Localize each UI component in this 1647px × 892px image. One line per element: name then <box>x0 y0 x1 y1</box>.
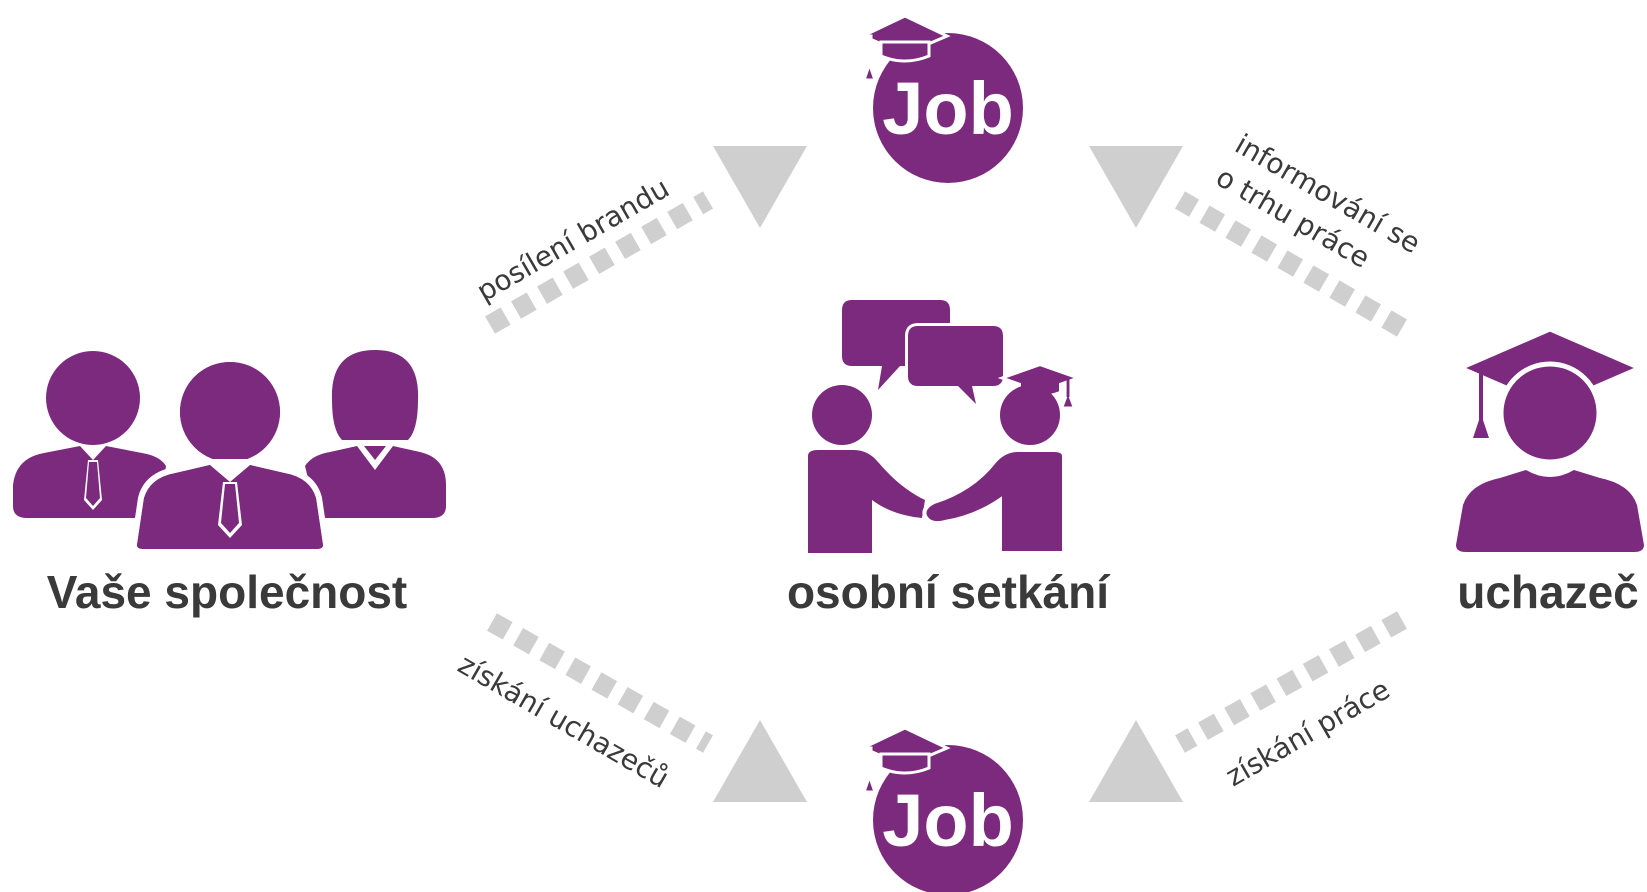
person-center-man-icon <box>130 356 330 555</box>
arrowhead-bottom-right <box>1089 720 1183 802</box>
edge-label-top-right: informování se o trhu práce <box>1211 127 1427 274</box>
person-right-woman-icon <box>305 350 446 518</box>
job-badge-circle-bottom <box>873 745 1023 892</box>
arrow-top-left <box>485 146 807 334</box>
person-right-body <box>922 448 1066 555</box>
person-left-head <box>812 385 872 445</box>
arrowhead-top-left <box>713 146 807 228</box>
job-badge-circle-top <box>873 33 1023 183</box>
edge-label-bottom-left: získání uchazečů <box>453 647 675 794</box>
arrow-top-right <box>1089 146 1407 337</box>
meeting-label: osobní setkání <box>787 566 1111 618</box>
business-team-icon <box>13 350 446 555</box>
arrow-bottom-left <box>487 613 807 802</box>
arrowhead-top-right <box>1089 146 1183 228</box>
person-left-body <box>808 450 925 553</box>
graduate-head <box>1498 361 1602 465</box>
arrowhead-bottom-left <box>713 720 807 802</box>
graduate-body <box>1456 470 1644 552</box>
arrow-bottom-right <box>1089 611 1407 802</box>
edge-label-bottom-right: získání práce <box>1220 673 1395 793</box>
graduation-cap-icon <box>997 363 1083 407</box>
company-label: Vaše společnost <box>47 566 408 618</box>
job-badge-label-bottom: Job <box>882 779 1014 862</box>
speech-bubbles-icon <box>842 300 1006 414</box>
job-badge-label-top: Job <box>882 67 1014 150</box>
handshake-chat-icon <box>808 300 1083 555</box>
job-badge-top: Job <box>861 14 1023 183</box>
candidate-label: uchazeč <box>1457 566 1639 618</box>
person-left-man-icon <box>13 351 166 518</box>
graduate-icon <box>1453 326 1647 552</box>
job-badge-bottom: Job <box>861 726 1023 892</box>
person-right-head <box>1000 385 1060 445</box>
